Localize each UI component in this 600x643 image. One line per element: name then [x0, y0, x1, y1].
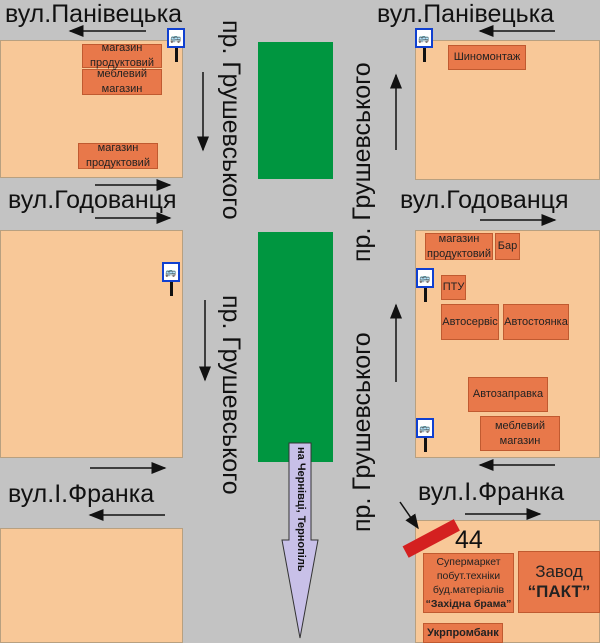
direction-arrow	[281, 442, 319, 639]
bus-stop-icon: 🚌	[416, 268, 436, 306]
factory-name: “ПАКТ”	[527, 582, 591, 601]
block-mid-left	[0, 230, 183, 458]
arrow-southeast	[399, 501, 419, 530]
median-park-bottom	[258, 232, 333, 462]
median-park-top	[258, 42, 333, 179]
direction-label: на Чернівці, Тернопіль	[295, 447, 307, 572]
shop-vocational-school: ПТУ	[441, 275, 466, 300]
bus-stop-icon: 🚌	[416, 418, 436, 456]
street-label-panivetska-right: вул.Панівецька	[377, 0, 555, 28]
bus-stop-icon: 🚌	[415, 28, 435, 66]
factory-pakt: Завод “ПАКТ”	[518, 551, 600, 613]
supermarket-name: “Західна брама”	[425, 598, 512, 611]
shop-furniture: меблевий магазин	[82, 68, 162, 95]
supermarket-desc: Супермаркет побут.техніки буд.матеріалів	[432, 555, 505, 596]
shop-bar: Бар	[495, 233, 520, 260]
factory-label: Завод	[535, 561, 583, 581]
bank-ukrprombank: Укрпромбанк	[423, 623, 503, 643]
shop-car-service: Автосервіс	[441, 304, 499, 340]
shop-grocery: магазин продуктовий	[78, 142, 158, 169]
block-bottom-left	[0, 528, 183, 643]
shop-grocery: магазин продуктовий	[82, 42, 162, 69]
shop-grocery: магазин продуктовий	[425, 233, 493, 260]
street-label-franka-left: вул.І.Франка	[8, 480, 155, 508]
shop-gas-station: Автозаправка	[468, 377, 548, 412]
street-label-franka-right: вул.І.Франка	[418, 478, 565, 506]
shop-supermarket-zakhidna-brama: Супермаркет побут.техніки буд.матеріалів…	[423, 553, 514, 613]
street-label-hodovantsia-right: вул.Годованця	[400, 186, 569, 214]
bus-stop-icon: 🚌	[162, 262, 182, 300]
shop-tire-service: Шиномонтаж	[448, 45, 526, 70]
barrier	[402, 519, 460, 558]
street-label-panivetska-left: вул.Панівецька	[5, 0, 183, 28]
shop-furniture: меблевий магазин	[480, 416, 560, 451]
shop-parking: Автостоянка	[503, 304, 569, 340]
street-label-hodovantsia-left: вул.Годованця	[8, 186, 177, 214]
building-number: 44	[455, 526, 483, 554]
bus-stop-icon: 🚌	[167, 28, 187, 66]
